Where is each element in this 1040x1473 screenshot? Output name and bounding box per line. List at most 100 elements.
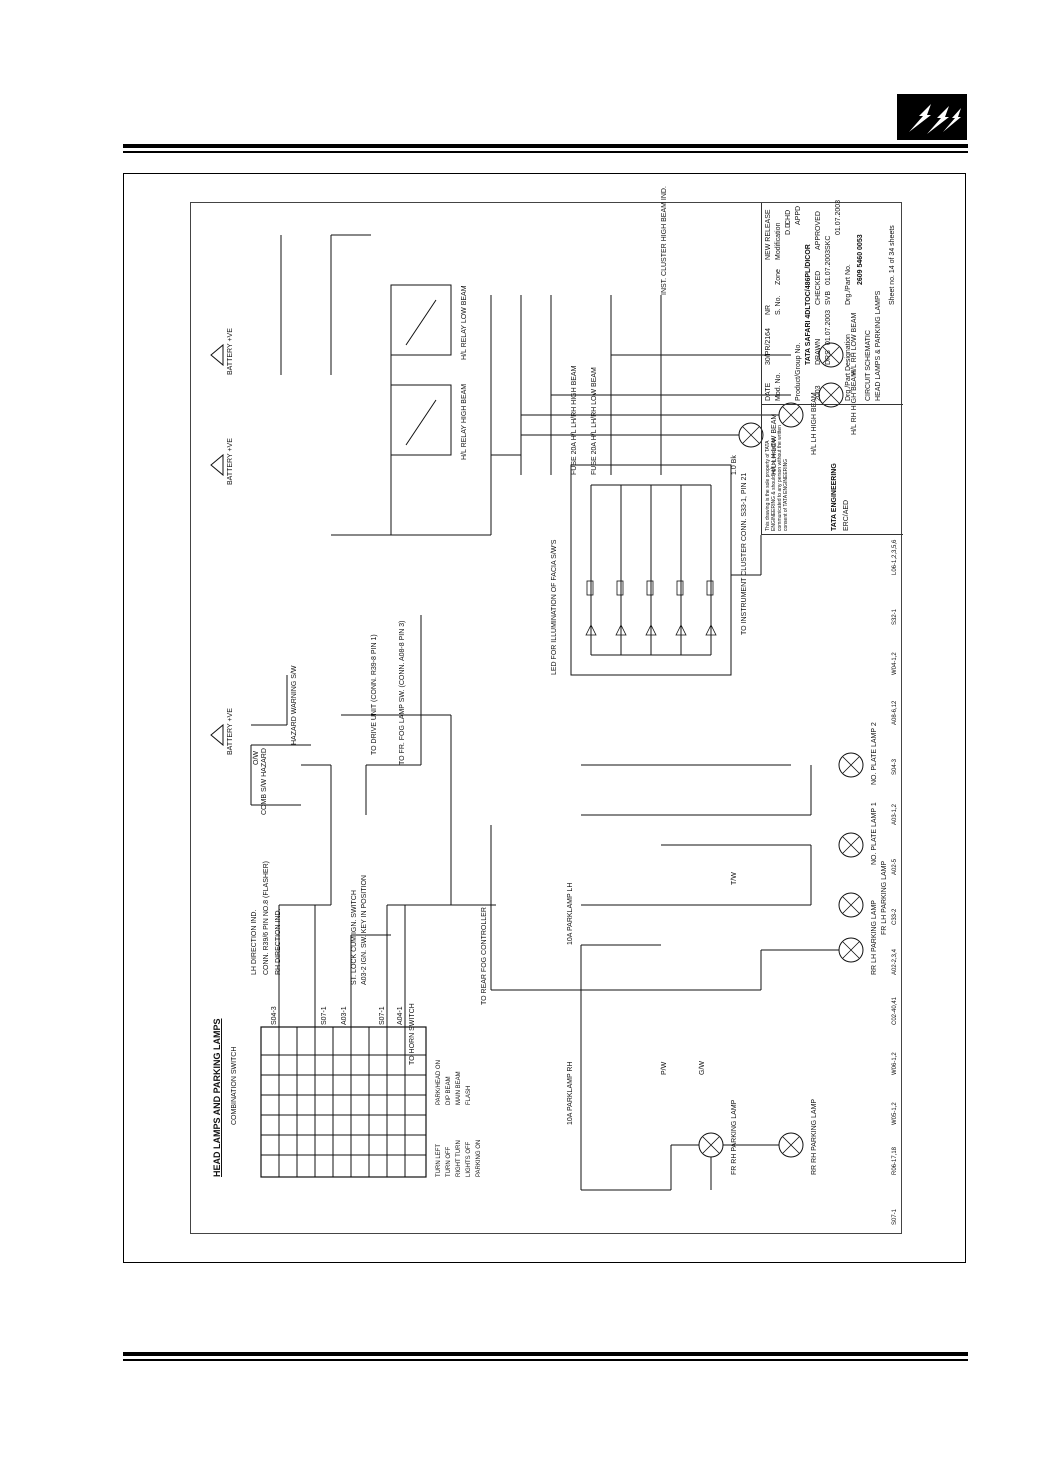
title-block-appd: APPD: [795, 205, 802, 225]
wire-pw-label: P/W: [661, 1061, 668, 1075]
instr-cluster-hb-label: INST. CLUSTER HIGH BEAM IND.: [661, 186, 668, 295]
title-block-circuit: CIRCUIT SCHEMATIC: [865, 330, 872, 401]
title-block-date-value: 30/PR/2164: [765, 328, 772, 365]
fuse-park-rh-label: 10A PARKLAMP RH: [567, 1061, 574, 1125]
title-block-skc: SKC: [825, 235, 832, 250]
lh-direction-label: LH DIRECTION IND.: [251, 909, 258, 975]
switch-position-parking-on: PARKING ON: [476, 1139, 482, 1177]
hazard-switch-label: COMB S/W HAZARD: [261, 748, 268, 815]
title-block-product-value: TATA SAFARI 4DLTOC/486PL/DICOR: [805, 244, 812, 365]
diagram-title: HEAD LAMPS AND PARKING LAMPS: [212, 1018, 222, 1177]
relay-high-beam-label: H/L RELAY HIGH BEAM: [461, 383, 468, 460]
fr-lh-park-label: FR LH PARKING LAMP: [881, 860, 888, 935]
title-block-checked: CHECKED: [815, 270, 822, 305]
connector-ref-12: S32-1: [892, 608, 898, 625]
title-block-modification: Modification: [775, 222, 782, 260]
title-block-drg-no: Drg./Part No.: [845, 264, 852, 305]
drive-unit-label: TO DRIVE UNIT (CONN. R39-8 PIN 1): [371, 634, 378, 755]
connector-ref-3: W06-1,2: [892, 1052, 898, 1075]
connector-ref-1: R06-17,18: [892, 1146, 898, 1175]
fuse-park-lh-label: 10A PARKLAMP LH: [567, 882, 574, 945]
switch-position-park-head-on: PARK/HEAD ON: [436, 1060, 442, 1105]
wire-tw-label: T/W: [731, 872, 738, 885]
title-block-year: 2003: [815, 385, 822, 401]
switch-position-main-beam: MAIN BEAM: [456, 1071, 462, 1105]
st-lock-label: ST. LOCK CUM IGN. SWITCH: [351, 890, 358, 985]
wire-bk-label: 1.0 Bk: [731, 455, 738, 475]
title-block-s-no: S. No.: [775, 295, 782, 315]
title-block-zone: Zone: [775, 269, 782, 285]
connector-ref-13: L06-1,2,3,5,6: [892, 539, 898, 575]
title-block-skc-date: 01.07.2003: [835, 199, 842, 235]
title-block-chd: CHD: [785, 209, 792, 225]
plate1-label: NO. PLATE LAMP 1: [871, 802, 878, 865]
footer-rule-thin: [123, 1359, 968, 1361]
lightning-logo-icon: [897, 94, 967, 140]
header-rule-thin: [123, 151, 968, 153]
title-block-part: Drg./Part Designation: [845, 334, 852, 401]
title-block-product: Product/Group No.: [795, 342, 802, 401]
battery-label-3: BATTERY +VE: [227, 328, 234, 375]
battery-label-1: BATTERY +VE: [227, 708, 234, 755]
switch-position-flash: FLASH: [466, 1085, 472, 1105]
title-block-divider: [761, 404, 903, 405]
terminal-s04-3: S04-3: [271, 1006, 278, 1025]
title-block-department: ERC/AED: [843, 499, 850, 531]
schematic-rotated-sheet: HEAD LAMPS AND PARKING LAMPS COMBINATION…: [191, 186, 903, 1235]
connector-ref-7: A02-5: [892, 858, 898, 875]
instrument-cluster-label: TO INSTRUMENT CLUSTER CONN. S33-1, PIN 2…: [741, 472, 748, 635]
connector-ref-6: C33-2: [892, 908, 898, 925]
rh-direction-label: RH DIRECTION IND.: [275, 908, 282, 976]
drawing-frame: [123, 173, 966, 1263]
title-block-border-top: [761, 203, 762, 535]
wiring-layer: [210, 234, 864, 1191]
terminal-s07-1b: S07-1: [379, 1006, 386, 1025]
plate2-label: NO. PLATE LAMP 2: [871, 722, 878, 785]
terminal-a03-1: A03-1: [341, 1006, 348, 1025]
terminal-a04-1: A04-1: [397, 1006, 404, 1025]
wire-gw-label: G/W: [699, 1061, 706, 1075]
switch-position-lights-off: LIGHTS OFF: [466, 1141, 472, 1177]
connector-ref-2: W05-1,2: [892, 1102, 898, 1125]
connector-ref-5: A02-2,3,4: [892, 948, 898, 975]
relay-low-beam-label: H/L RELAY LOW BEAM: [461, 285, 468, 360]
title-block-mod-no: Mod. No.: [775, 372, 782, 401]
title-block-circuit-sub: HEAD LAMPS & PARKING LAMPS: [875, 290, 882, 401]
title-block-svb-date: 01.07.2003: [825, 249, 832, 285]
title-block-approved: APPROVED: [815, 211, 822, 250]
title-block-drs-date: 01.07.2003: [825, 309, 832, 345]
connector-ref-9: S04-3: [892, 758, 898, 775]
title-block-svb: SVB: [825, 290, 832, 305]
horn-switch-label: TO HORN SWITCH: [409, 1003, 416, 1065]
rr-lh-park-label: RR LH PARKING LAMP: [871, 900, 878, 975]
title-block-nr: NR: [765, 304, 772, 315]
hazard-warning-label: HAZARD WARNING S/W: [291, 665, 298, 745]
title-block-new-release: NEW RELEASE: [765, 209, 772, 260]
title-block-drg-value: 2609 5460 0053: [857, 234, 864, 285]
rear-fog-label: TO REAR FOG CONTROLLER: [481, 907, 488, 1005]
title-block-sheet: Sheet no. 14 of 34 sheets: [889, 225, 896, 305]
circuit-schematic: HEAD LAMPS AND PARKING LAMPS COMBINATION…: [190, 186, 903, 1235]
fr-fog-label: TO FR. FOG LAMP SW. (CONN. A08-8 PIN 3): [399, 620, 406, 765]
header-rule-thick: [123, 144, 968, 148]
switch-position-dip-beam: DIP BEAM: [446, 1076, 452, 1105]
key-in-label: A03-2 IGN. SW. KEY IN POSITION: [361, 875, 368, 985]
connector-ref-10: A08-6,12: [892, 700, 898, 725]
battery-label-2: BATTERY +VE: [227, 438, 234, 485]
connector-ref-4: C02-40,41: [892, 996, 898, 1025]
fr-rh-park-label: FR RH PARKING LAMP: [731, 1099, 738, 1175]
title-block-notice: This drawing is the sole property of TAT…: [765, 425, 789, 531]
connector-ref-11: W04-1,2: [892, 652, 898, 675]
fuse-low-label: FUSE 20A H/L LH/RH LOW BEAM: [591, 367, 598, 475]
title-block-date: DATE: [765, 382, 772, 401]
title-block-drawn: DRAWN: [815, 338, 822, 365]
terminal-s07-1: S07-1: [321, 1006, 328, 1025]
connector-ref-0: S07-1: [892, 1208, 898, 1225]
fuse-high-label: FUSE 20A H/L LH/RH HIGH BEAM: [571, 365, 578, 475]
flasher-label: CONN. R39/6 PIN NO.8 (FLASHER): [263, 861, 270, 975]
title-block-company: TATA ENGINEERING: [831, 463, 838, 531]
title-block-border-left: [761, 534, 903, 535]
footer-rule-thick: [123, 1352, 968, 1356]
switch-position-turn-off: TURN OFF: [446, 1146, 452, 1177]
rr-rh-park-label: RR RH PARKING LAMP: [811, 1098, 818, 1175]
